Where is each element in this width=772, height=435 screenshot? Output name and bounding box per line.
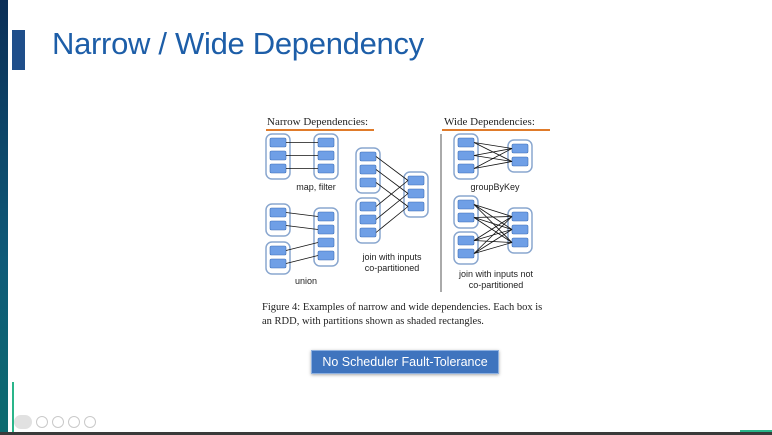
slideshow-toolbar [14, 415, 96, 429]
label-join-not-copart: join with inputs not co-partitioned [448, 269, 544, 291]
join-copart-link [375, 180, 409, 207]
menu-icon[interactable] [14, 415, 32, 429]
union-child-partition [317, 237, 335, 248]
join-copart-link [375, 193, 409, 220]
group-by-key-child-partition [511, 156, 529, 167]
slide-title: Narrow / Wide Dependency [52, 26, 424, 61]
group-by-key-link [473, 148, 513, 169]
join-notcopart-parent-b-partition [457, 248, 475, 259]
dependency-diagram [265, 129, 550, 292]
map-filter-child-partition [317, 150, 335, 161]
union-child-partition [317, 224, 335, 235]
join-copart-child-partition [407, 188, 425, 199]
join-notcopart-link [473, 216, 513, 241]
bottom-right-accent [740, 430, 772, 432]
join-notcopart-link [473, 217, 513, 243]
page-icon[interactable] [52, 416, 64, 428]
union-link [285, 255, 319, 264]
union-parent-b-partition [269, 245, 287, 256]
group-by-key-parent-partition [457, 137, 475, 148]
group-by-key-link [473, 148, 513, 156]
join-copart-link [375, 169, 409, 194]
group-by-key-link [473, 142, 513, 149]
map-filter-parent-partition [269, 163, 287, 174]
wide-heading: Wide Dependencies: [444, 116, 535, 128]
dependency-figure: Narrow Dependencies: Wide Dependencies: … [256, 112, 556, 334]
bottom-border [0, 432, 772, 435]
label-map-filter: map, filter [296, 182, 336, 192]
join-notcopart-link [473, 217, 513, 230]
join-notcopart-link [473, 216, 513, 218]
union-link [285, 212, 319, 217]
join-notcopart-link [473, 204, 513, 217]
map-filter-child-partition [317, 163, 335, 174]
join-copart-parent-a-partition [359, 151, 377, 162]
group-by-key-parent-partition [457, 163, 475, 174]
label-join-copart-line2: co-partitioned [364, 263, 420, 273]
union-parent-b-partition [269, 258, 287, 269]
join-notcopart-child-partition [511, 211, 529, 222]
narrow-heading: Narrow Dependencies: [267, 116, 369, 128]
join-copart-parent-a-partition [359, 164, 377, 175]
more-icon[interactable] [84, 416, 96, 428]
label-join-copart: join with inputs co-partitioned [352, 252, 432, 274]
join-copart-parent-b-partition [359, 214, 377, 225]
map-filter-parent-partition [269, 137, 287, 148]
join-copart-parent-a-partition [359, 177, 377, 188]
join-copart-parent-b-partition [359, 227, 377, 238]
join-notcopart-link [473, 216, 513, 254]
union-child-partition [317, 211, 335, 222]
bottom-left-accent [12, 382, 14, 432]
join-notcopart-link [473, 242, 513, 254]
join-copart-link [375, 206, 409, 233]
label-join-not-copart-line2: co-partitioned [468, 280, 524, 290]
group-by-key-child-partition [511, 143, 529, 154]
label-union: union [294, 276, 318, 286]
join-copart-link [375, 182, 409, 207]
union-parent-a-partition [269, 220, 287, 231]
union-parent-a-partition [269, 207, 287, 218]
pen-icon[interactable] [36, 416, 48, 428]
join-notcopart-link [473, 229, 513, 254]
label-group-by-key: groupByKey [470, 182, 520, 192]
join-copart-child-partition [407, 201, 425, 212]
join-notcopart-child-partition [511, 237, 529, 248]
join-copart-child-partition [407, 175, 425, 186]
union-link [285, 225, 319, 230]
left-accent-strip [0, 0, 8, 435]
label-join-not-copart-line1: join with inputs not [458, 269, 534, 279]
map-filter-child-partition [317, 137, 335, 148]
scheduler-fault-tolerance-button[interactable]: No Scheduler Fault-Tolerance [311, 350, 499, 374]
figure-caption: Figure 4: Examples of narrow and wide de… [262, 302, 543, 327]
union-link [285, 242, 319, 251]
union-child-partition [317, 250, 335, 261]
label-join-copart-line1: join with inputs [362, 252, 422, 262]
title-accent-bar [12, 30, 25, 70]
group-by-key-parent-partition [457, 150, 475, 161]
join-notcopart-parent-a-partition [457, 212, 475, 223]
join-notcopart-child-partition [511, 224, 529, 235]
join-copart-link [375, 156, 409, 181]
join-notcopart-parent-a-partition [457, 199, 475, 210]
group-by-key-link [473, 161, 513, 169]
join-notcopart-parent-b-partition [457, 235, 475, 246]
join-copart-parent-b-partition [359, 201, 377, 212]
map-filter-parent-partition [269, 150, 287, 161]
zoom-icon[interactable] [68, 416, 80, 428]
